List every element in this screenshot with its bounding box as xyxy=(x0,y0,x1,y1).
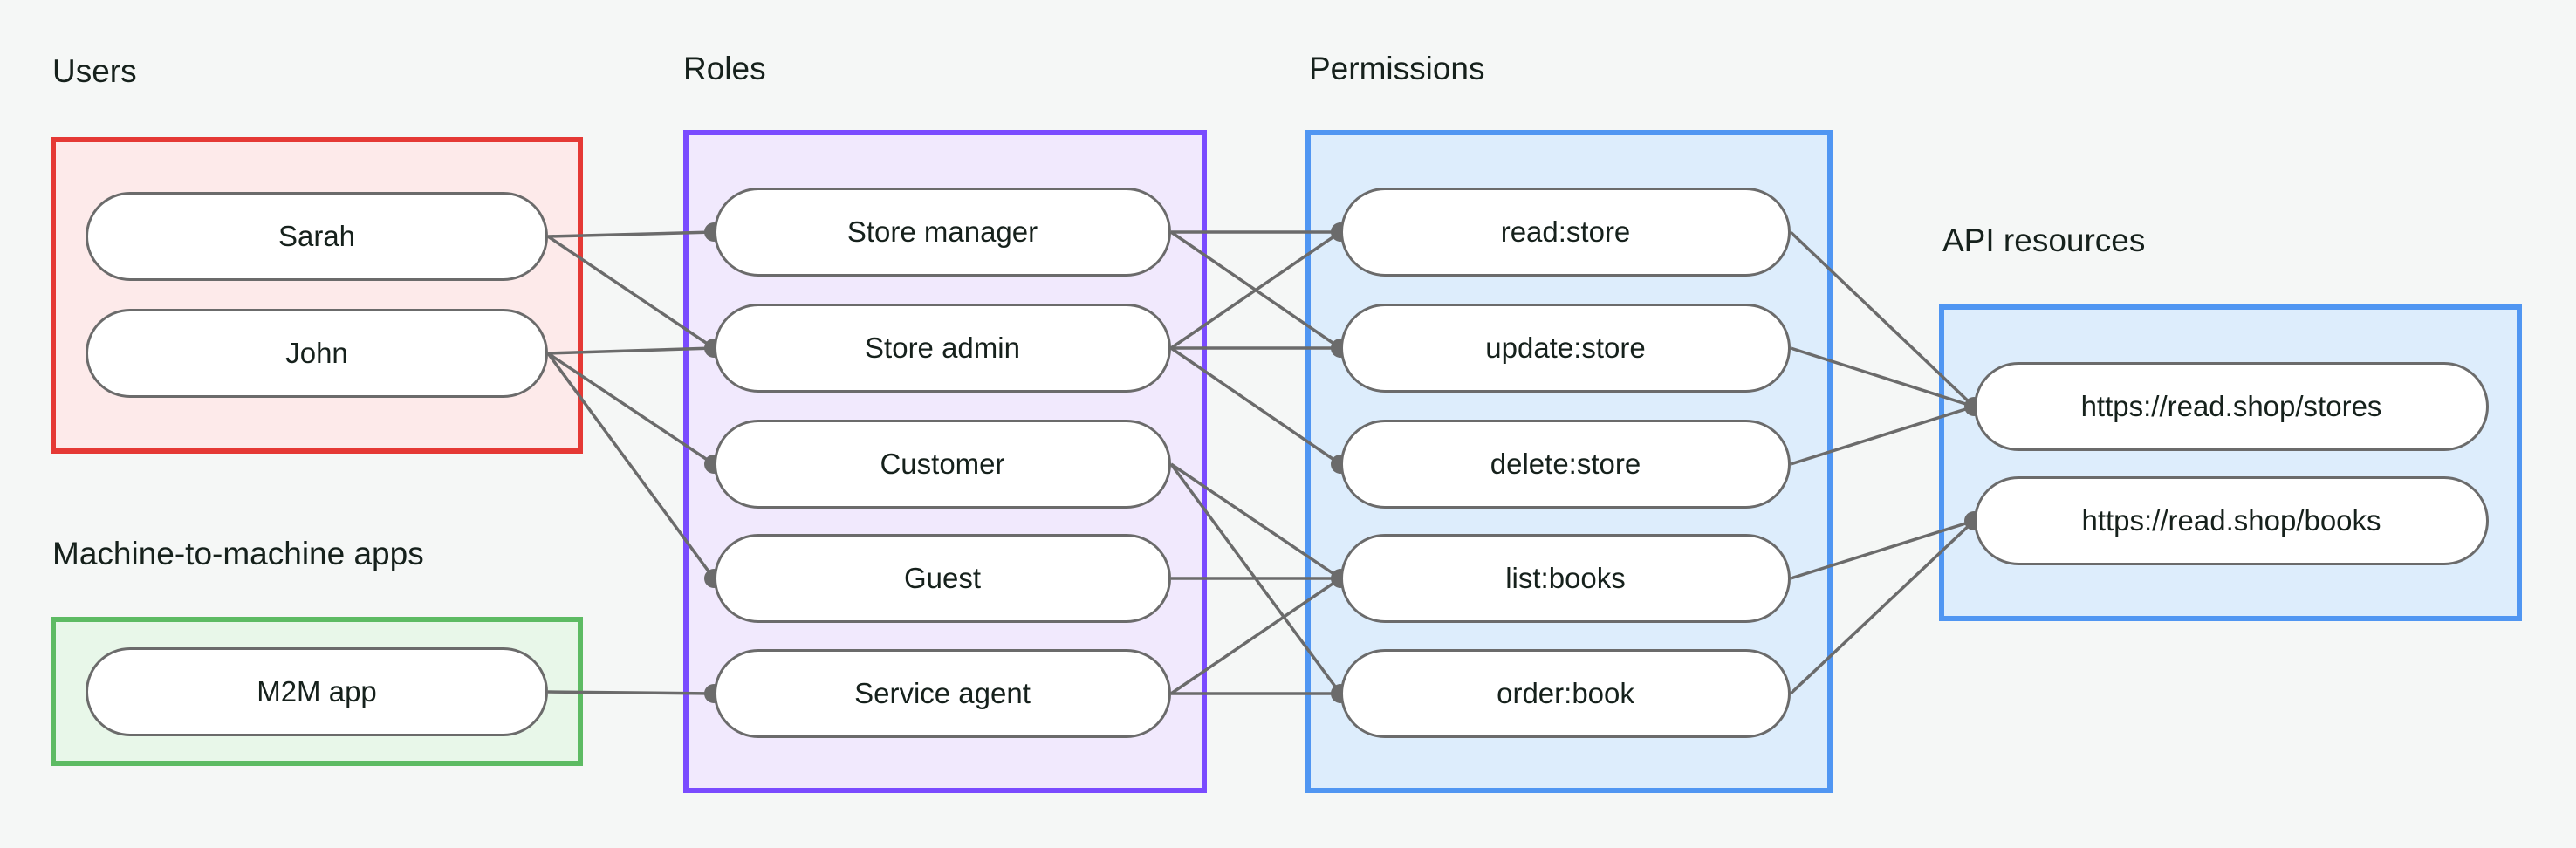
node-order-book[interactable]: order:book xyxy=(1340,649,1791,738)
section-label-permissions: Permissions xyxy=(1309,51,1485,86)
node-service-agent[interactable]: Service agent xyxy=(714,649,1171,738)
node-customer[interactable]: Customer xyxy=(714,420,1171,509)
node-delete-store[interactable]: delete:store xyxy=(1340,420,1791,509)
node-list-books[interactable]: list:books xyxy=(1340,534,1791,623)
node-update-store[interactable]: update:store xyxy=(1340,304,1791,393)
node-api-resource-stores[interactable]: https://read.shop/stores xyxy=(1974,362,2489,451)
node-store-manager[interactable]: Store manager xyxy=(714,188,1171,277)
section-label-api-resources: API resources xyxy=(1942,222,2146,258)
node-store-admin[interactable]: Store admin xyxy=(714,304,1171,393)
group-api-resources xyxy=(1939,304,2522,621)
node-m2m-app[interactable]: M2M app xyxy=(86,647,548,736)
section-label-users: Users xyxy=(52,53,137,89)
group-users xyxy=(51,137,583,454)
section-label-machine-to-machine-apps: Machine-to-machine apps xyxy=(52,536,424,571)
node-guest[interactable]: Guest xyxy=(714,534,1171,623)
node-api-resource-books[interactable]: https://read.shop/books xyxy=(1974,476,2489,565)
node-read-store[interactable]: read:store xyxy=(1340,188,1791,277)
node-john[interactable]: John xyxy=(86,309,548,398)
section-label-roles: Roles xyxy=(683,51,766,86)
node-sarah[interactable]: Sarah xyxy=(86,192,548,281)
